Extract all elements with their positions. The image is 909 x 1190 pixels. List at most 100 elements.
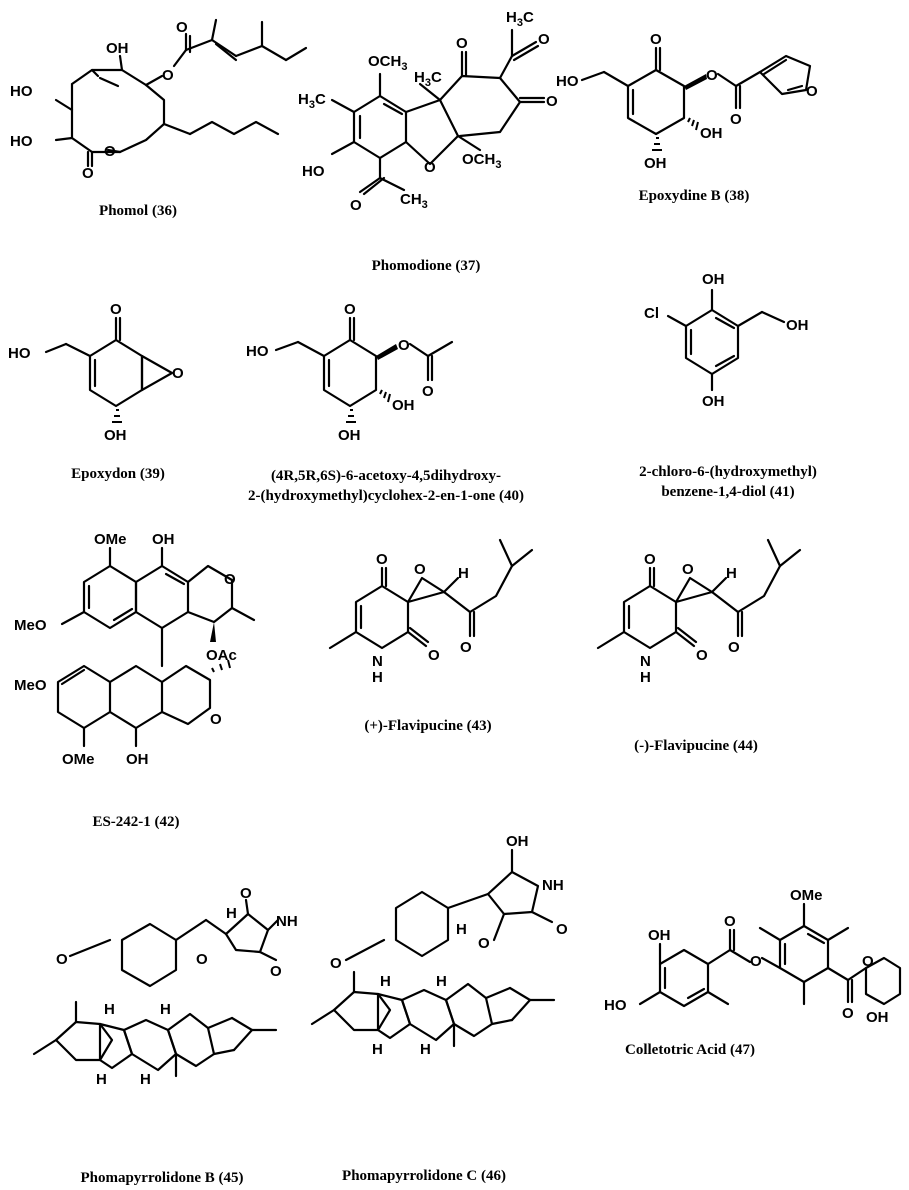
atom-label: OH	[648, 927, 671, 944]
caption-44: (-)-Flavipucine (44)	[634, 738, 758, 754]
atom-label: O	[376, 551, 388, 568]
atom-label: O	[422, 383, 434, 400]
atom-label: H	[380, 973, 391, 990]
atom-label: OCH3	[368, 53, 407, 73]
atom-label: O	[350, 197, 362, 214]
atom-label: H	[372, 669, 383, 686]
atom-label: OMe	[62, 751, 95, 768]
atom-label: O	[546, 93, 558, 110]
compound-46-phomapyrrolidone-c: OH NH O H O O H H H H Phomapyrrolidone C…	[310, 833, 568, 1184]
atom-label: HO	[246, 343, 269, 360]
atom-label: H	[458, 565, 469, 582]
atom-label: H	[420, 1041, 431, 1058]
atom-label: N	[372, 653, 383, 670]
atom-label: O	[650, 31, 662, 48]
atom-label: OH	[702, 393, 725, 410]
atom-label: O	[424, 159, 436, 176]
atom-label: O	[270, 963, 282, 980]
caption-45: Phomapyrrolidone B (45)	[80, 1170, 243, 1186]
atom-label: O	[696, 647, 708, 664]
atom-label: O	[556, 921, 568, 938]
atom-label: OH	[152, 531, 175, 548]
atom-label: H3C	[506, 9, 534, 29]
caption-40-line1: (4R,5R,6S)-6-acetoxy-4,5dihydroxy-	[271, 468, 501, 484]
atom-label: H	[640, 669, 651, 686]
atom-label: H3C	[414, 69, 442, 89]
atom-label: OH	[392, 397, 415, 414]
atom-label: O	[456, 35, 468, 52]
atom-label: OH	[126, 751, 149, 768]
atom-label: CH3	[400, 191, 428, 211]
atom-label: H3C	[298, 91, 326, 111]
atom-label: OAc	[206, 647, 237, 664]
atom-label: HO	[10, 83, 33, 100]
atom-label: O	[210, 711, 222, 728]
atom-label: OH	[702, 271, 725, 288]
atom-label: MeO	[14, 617, 47, 634]
caption-43: (+)-Flavipucine (43)	[364, 718, 491, 734]
atom-label: H	[160, 1001, 171, 1018]
atom-label: OH	[506, 833, 529, 850]
atom-label: OH	[700, 125, 723, 142]
atom-label: OH	[644, 155, 667, 172]
atom-label: O	[330, 955, 342, 972]
caption-41-line2: benzene-1,4-diol (41)	[661, 484, 794, 500]
caption-46: Phomapyrrolidone C (46)	[342, 1168, 506, 1184]
atom-label: HO	[604, 997, 627, 1014]
atom-label: OH	[338, 427, 361, 444]
atom-label: H	[104, 1001, 115, 1018]
atom-label: NH	[542, 877, 564, 894]
compound-47-colletotric-acid: OH HO O O OMe O O OH Colletotric Acid (4…	[604, 887, 902, 1058]
atom-label: O	[110, 301, 122, 318]
compound-39-epoxydon: O HO O OH Epoxydon (39)	[8, 301, 184, 482]
atom-label: HO	[556, 73, 579, 90]
atom-label: H	[140, 1071, 151, 1088]
atom-label: H	[96, 1071, 107, 1088]
atom-label: O	[344, 301, 356, 318]
atom-label: H	[372, 1041, 383, 1058]
atom-label: HO	[8, 345, 31, 362]
compound-38-epoxydine-b: O HO O O O OH OH Epoxydine B (38)	[556, 31, 818, 204]
atom-label: N	[640, 653, 651, 670]
atom-label: H	[226, 905, 237, 922]
compound-40-acetoxy: O HO O O OH OH (4R,5R,6S)-6-acetoxy-4,5d…	[246, 301, 524, 504]
caption-39: Epoxydon (39)	[71, 466, 165, 482]
atom-label: OH	[104, 427, 127, 444]
atom-label: HO	[302, 163, 325, 180]
atom-label: NH	[276, 913, 298, 930]
atom-label: O	[862, 953, 874, 970]
atom-label: OH	[786, 317, 809, 334]
caption-38: Epoxydine B (38)	[639, 188, 750, 204]
atom-label: O	[398, 337, 410, 354]
compound-44-minus-flavipucine: O O H O N H O (-)-Flavipucine (44)	[596, 538, 802, 754]
atom-label: O	[682, 561, 694, 578]
compound-41-chlorobenzenediol: OH Cl OH OH 2-chloro-6-(hydroxymethyl) b…	[639, 271, 817, 500]
atom-label: O	[56, 951, 68, 968]
caption-47: Colletotric Acid (47)	[625, 1042, 755, 1058]
atom-label: H	[456, 921, 467, 938]
caption-37: Phomodione (37)	[372, 258, 481, 274]
atom-label: O	[806, 83, 818, 100]
compound-36-phomol: HO HO OH O O O O Phomol (36)	[10, 18, 308, 219]
atom-label: O	[104, 143, 116, 160]
compound-45-phomapyrrolidone-b: O NH O O O H H H H H Phomapyrrolidone B …	[32, 885, 298, 1186]
caption-36: Phomol (36)	[99, 203, 177, 219]
caption-41-line1: 2-chloro-6-(hydroxymethyl)	[639, 464, 817, 480]
atom-label: O	[82, 165, 94, 182]
atom-label: O	[172, 365, 184, 382]
compound-42-es-242-1: OMe OH O MeO OAc MeO O OMe OH ES-242-1 (…	[14, 531, 256, 830]
atom-label: OH	[866, 1009, 889, 1026]
atom-label: O	[428, 647, 440, 664]
atom-label: OMe	[94, 531, 127, 548]
atom-label: OMe	[790, 887, 823, 904]
atom-label: O	[644, 551, 656, 568]
atom-label: Cl	[644, 305, 659, 322]
atom-label: O	[728, 639, 740, 656]
atom-label: OCH3	[462, 151, 501, 171]
atom-label: O	[842, 1005, 854, 1022]
atom-label: O	[176, 19, 188, 36]
atom-label: O	[706, 67, 718, 84]
atom-label: O	[162, 67, 174, 84]
atom-label: O	[730, 111, 742, 128]
